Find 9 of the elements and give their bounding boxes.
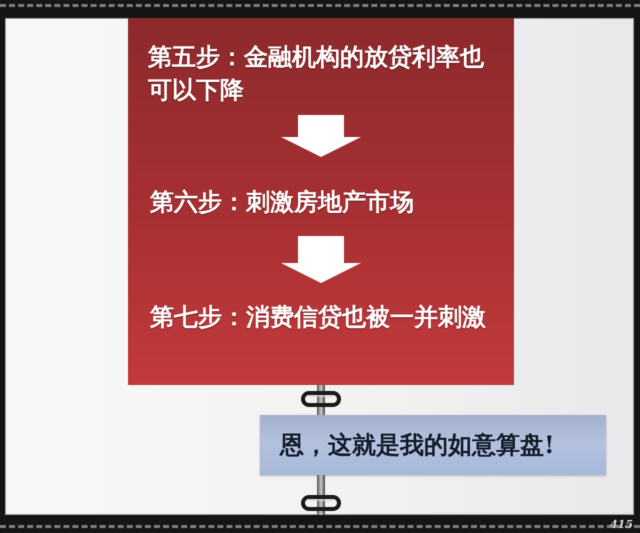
page-number: 415 bbox=[610, 518, 633, 531]
note-text: 恩，这就是我的如意算盘! bbox=[280, 430, 555, 460]
note-box bbox=[260, 415, 606, 475]
step-text: 第六步：刺激房地产市场 bbox=[150, 157, 414, 236]
step-panel bbox=[128, 18, 514, 385]
step-text: 第五步：金融机构的放贷利率也可以下降 bbox=[148, 40, 498, 115]
arrow bbox=[281, 236, 361, 283]
arrow bbox=[281, 115, 361, 157]
step-text: 第七步：消费信贷也被一并刺激 bbox=[150, 283, 486, 333]
